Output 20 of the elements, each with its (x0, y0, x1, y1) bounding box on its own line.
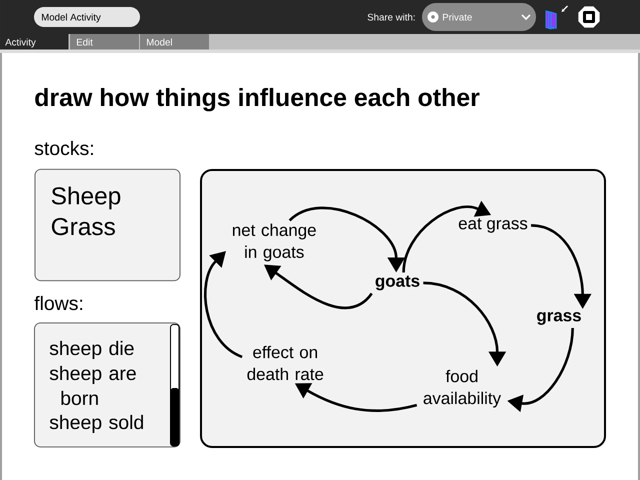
dropdown: Private (422, 3, 536, 31)
variable-label: effect on death rate (247, 346, 324, 380)
variable-label: grass (537, 312, 581, 325)
variable-label: eat grass (458, 218, 528, 233)
heading: draw how things influence each other (35, 88, 480, 112)
list-heading: flows: (34, 296, 82, 310)
tab: Edit (70, 34, 139, 50)
diagram-panel (200, 168, 606, 448)
text-field: Model Activity (34, 7, 140, 27)
variable-label: food availability (424, 370, 502, 408)
list-item: sheep sold (50, 414, 143, 434)
field-label: Share with: (368, 14, 415, 21)
list-heading: stocks: (34, 140, 93, 156)
variable-label: goats (376, 276, 420, 290)
variable-label: net change in goats (232, 224, 316, 262)
tab: Model (140, 34, 209, 50)
list-item: Sheep (52, 186, 120, 210)
tab: Activity (0, 34, 68, 50)
list-item: sheep die (50, 340, 134, 360)
list-item: Grass (52, 218, 115, 236)
